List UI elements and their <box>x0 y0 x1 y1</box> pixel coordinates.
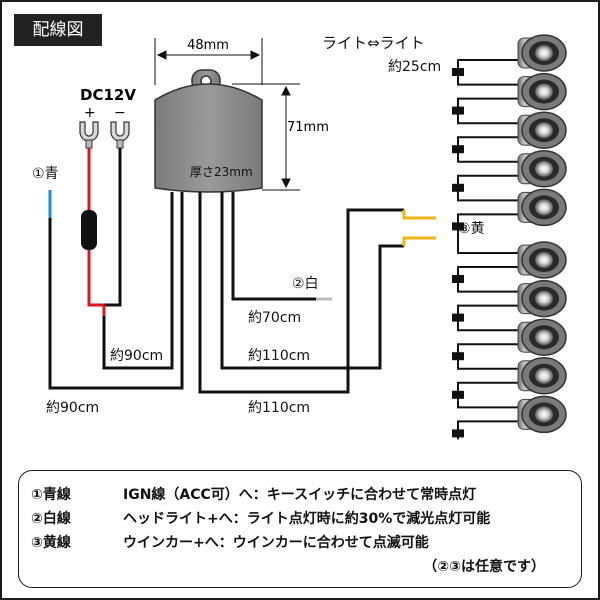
light-connector <box>452 313 464 322</box>
yellow-wires <box>402 210 436 246</box>
white-wire-label: ②白 <box>292 276 319 292</box>
white-wire-length: 約70cm <box>248 310 301 326</box>
yellow-wire-length-lower: 約110cm <box>248 400 310 416</box>
light-wire <box>457 343 520 363</box>
led-lens-icon <box>535 406 553 423</box>
light-wire <box>457 400 520 409</box>
light-connector <box>452 352 464 361</box>
light-wire <box>457 420 520 440</box>
blue-wire-label: ①青 <box>32 166 59 182</box>
legend-item-label: ②白線 <box>31 511 71 527</box>
legend-item: ②白線 ヘッドライト+へ：ライト点灯時に約30%で減光点灯可能 <box>31 507 571 531</box>
light-wire <box>457 323 520 332</box>
light-connector <box>452 145 464 154</box>
led-lens-icon <box>535 83 553 100</box>
light-connector <box>452 429 464 438</box>
light-spacing-label: 約25cm <box>388 59 441 75</box>
light-wire <box>457 381 520 401</box>
light-wire <box>457 59 520 78</box>
yellow-wire-length-upper: 約110cm <box>248 348 310 364</box>
light-wire <box>457 155 520 163</box>
plus-sign: + <box>84 105 96 121</box>
light-wire <box>457 266 520 285</box>
power-wires <box>87 148 122 316</box>
controller-box <box>154 69 263 193</box>
legend-item-text: ウインカー+へ：ウインカーに合わせて点滅可能 <box>123 535 429 551</box>
power-wire-length: 約90cm <box>110 348 163 364</box>
light-wire <box>457 362 520 370</box>
light-wire <box>457 304 520 324</box>
led-lens-icon <box>535 199 553 216</box>
legend-item-text: ヘッドライト+へ：ライト点灯時に約30%で減光点灯可能 <box>123 511 491 527</box>
light-wire <box>457 136 520 156</box>
power-label: DC12V <box>80 86 136 104</box>
led-lens-icon <box>535 252 553 268</box>
light-connector <box>452 68 464 76</box>
thickness-label: 厚さ23mm <box>190 165 253 179</box>
light-wire <box>457 174 520 194</box>
dimension-width <box>154 38 263 85</box>
light-connector <box>452 106 464 115</box>
led-lens-icon <box>535 367 553 384</box>
light-connector <box>452 222 464 231</box>
legend-box: ①青線 IGN線（ACC可）へ：キースイッチに合わせて常時点灯 ②白線 ヘッドラ… <box>18 470 582 588</box>
led-lens-icon <box>535 160 553 177</box>
led-lens-icon <box>535 122 553 139</box>
plus-terminal-icon <box>79 121 99 149</box>
legend-item: ③黄線 ウインカー+へ：ウインカーに合わせて点滅可能 <box>31 531 571 555</box>
minus-terminal-icon <box>110 121 130 149</box>
blue-wire-length: 約90cm <box>46 400 99 416</box>
minus-sign: − <box>114 105 126 121</box>
light-wire <box>457 97 520 117</box>
dimension-height <box>232 83 300 191</box>
yellow-wire-label: ③黄 <box>458 220 485 237</box>
light-to-light-label: ライト⇔ライト <box>322 34 425 52</box>
light-connector <box>452 390 464 399</box>
diagram-title: 配線図 <box>14 14 102 46</box>
light-wire <box>457 116 520 125</box>
light-wire <box>457 78 520 86</box>
light-wire <box>457 232 520 254</box>
height-label: 71mm <box>287 120 329 135</box>
light-wire <box>457 193 520 202</box>
led-lens-icon <box>535 45 553 61</box>
legend-note: （②③は任意です） <box>423 559 545 575</box>
legend-item-label: ①青線 <box>31 487 71 503</box>
legend-item-text: IGN線（ACC可）へ：キースイッチに合わせて常時点灯 <box>123 487 477 503</box>
width-label: 48mm <box>187 38 229 53</box>
legend-item-label: ③黄線 <box>31 535 71 551</box>
light-wire <box>457 285 520 293</box>
led-lens-icon <box>535 329 553 346</box>
light-connector <box>452 183 464 192</box>
fuse-holder <box>81 210 97 250</box>
harness-wires <box>48 192 404 394</box>
led-lens-icon <box>535 290 553 307</box>
lights-group <box>452 34 567 440</box>
legend-item: ①青線 IGN線（ACC可）へ：キースイッチに合わせて常時点灯 <box>31 483 571 507</box>
light-connector <box>452 275 464 283</box>
